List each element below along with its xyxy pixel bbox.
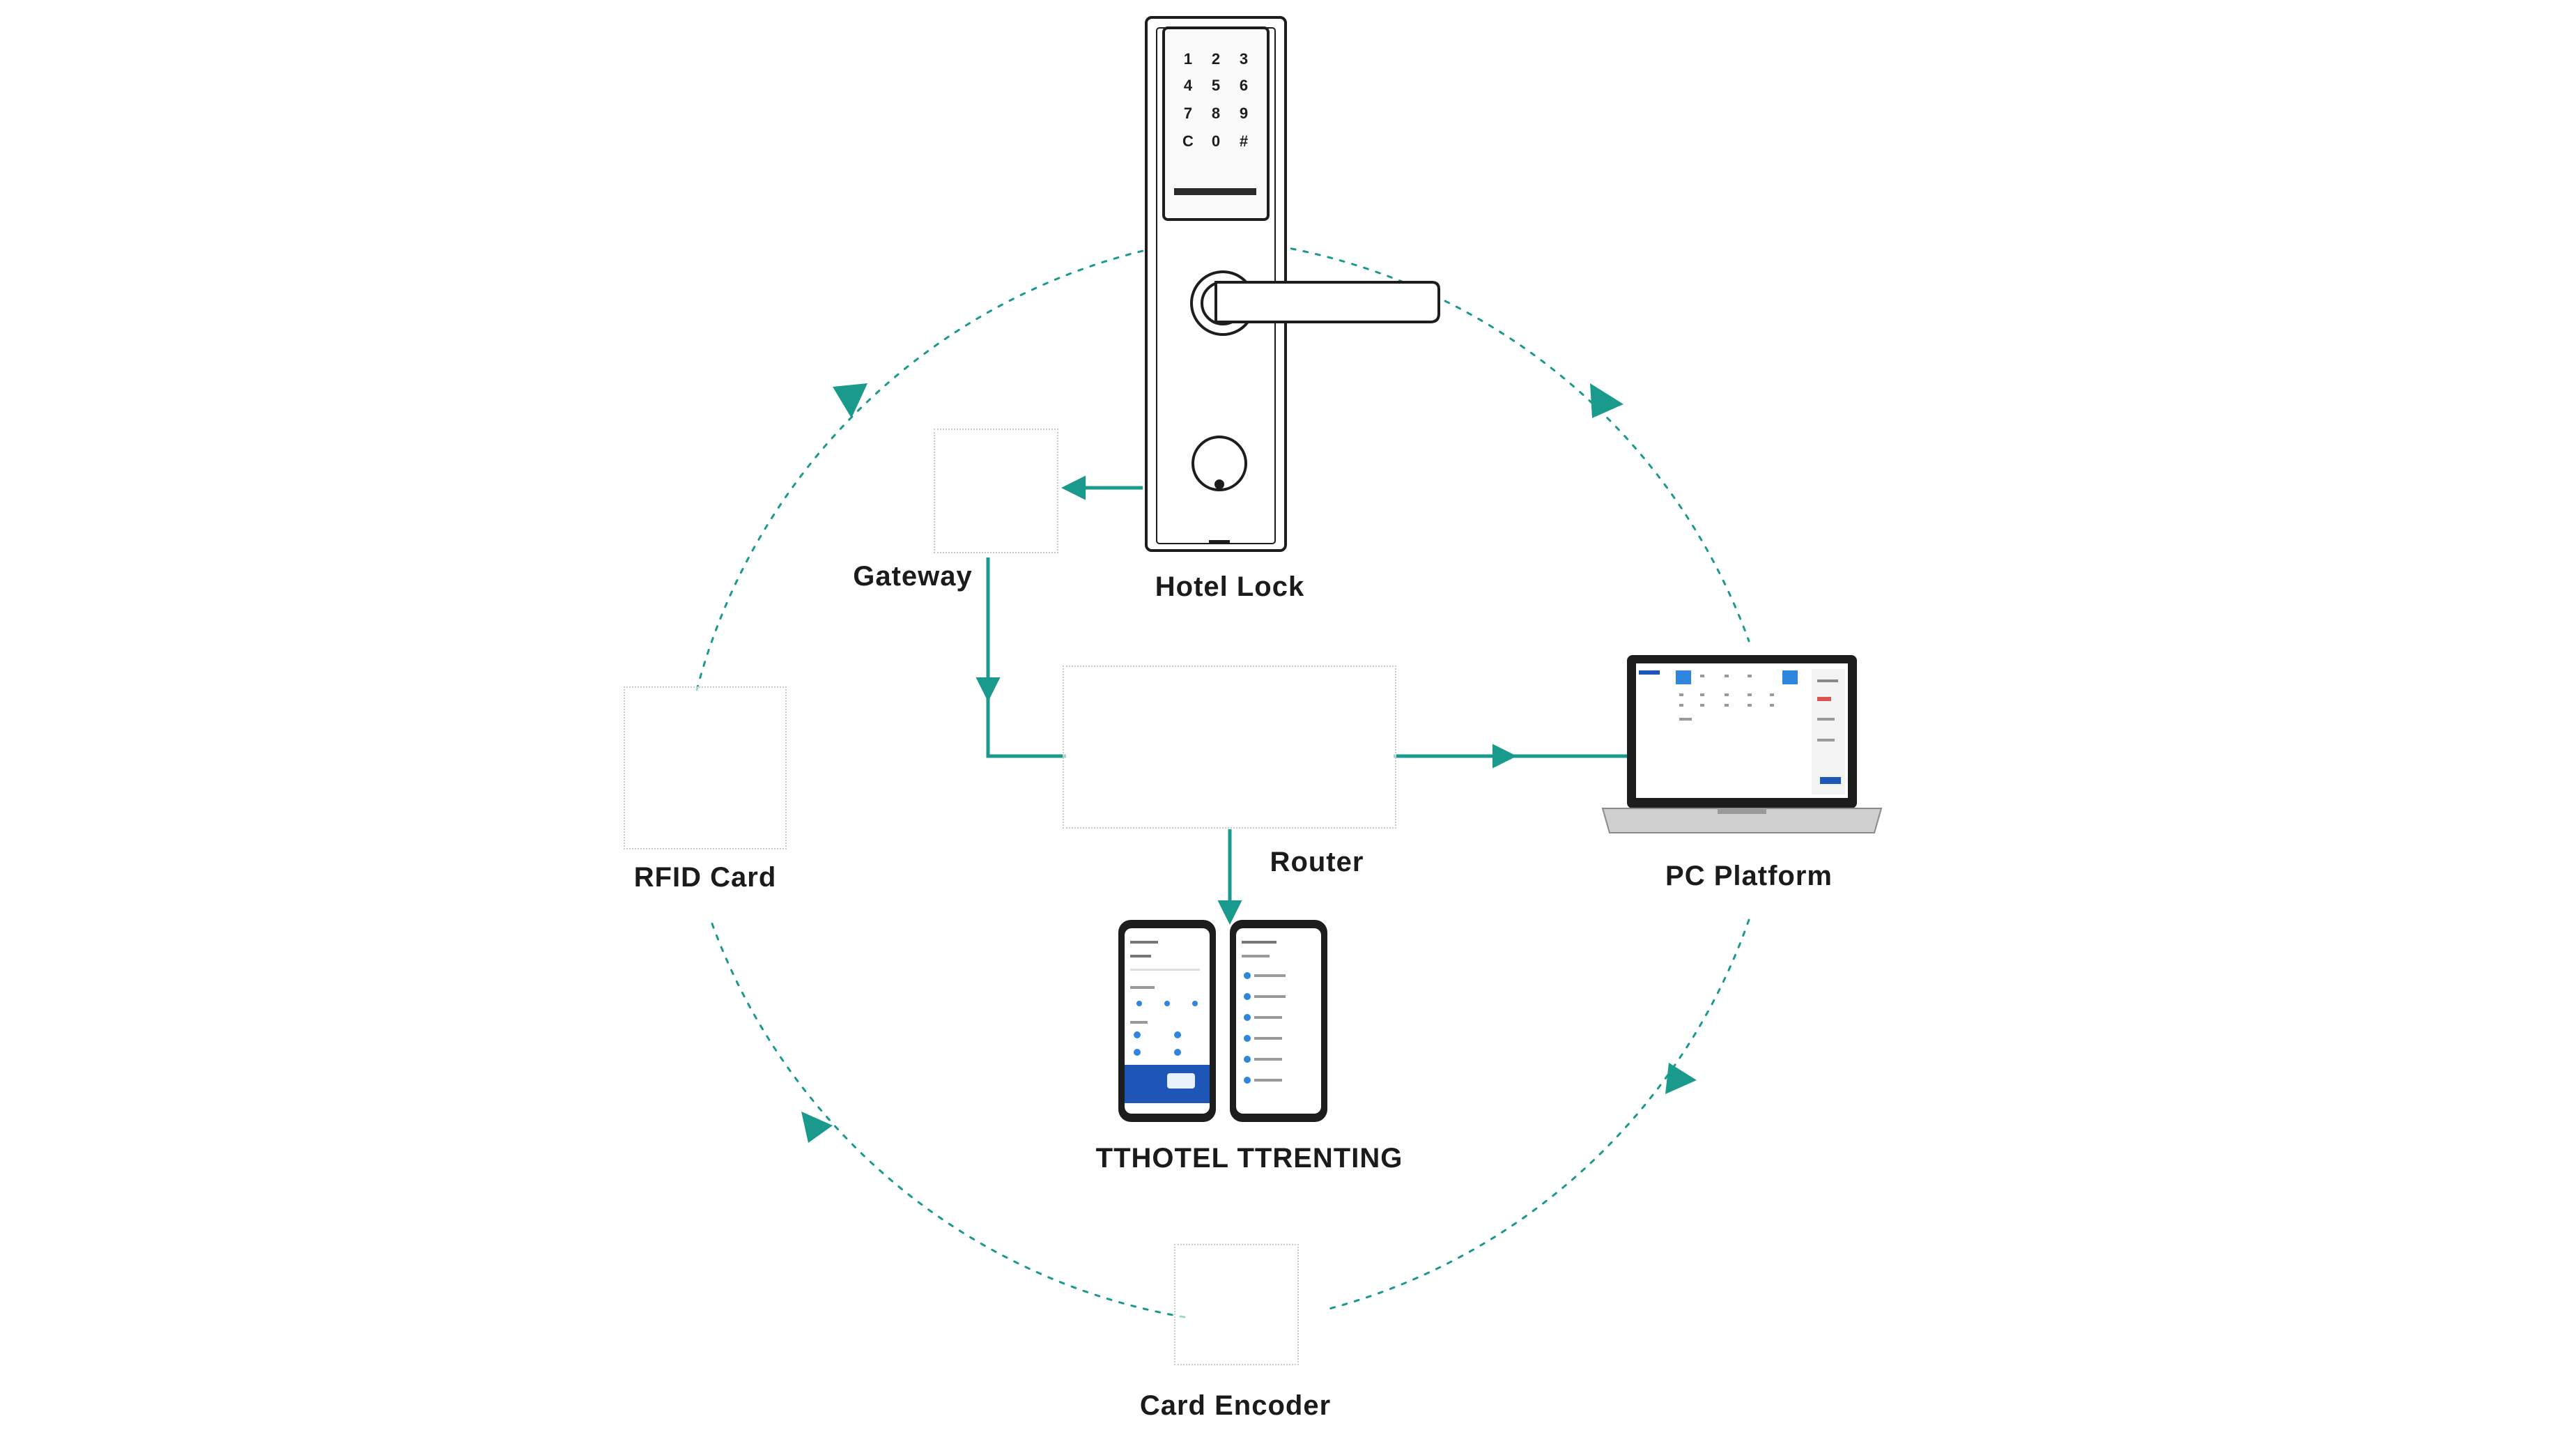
laptop-screen-content (1639, 669, 1845, 794)
rfid-card-placeholder (624, 686, 787, 849)
dashed-cycle-ring (695, 241, 1750, 1319)
card-encoder-placeholder (1174, 1244, 1299, 1365)
laptop-icon (1601, 655, 1883, 833)
pc-platform-label: PC Platform (1665, 861, 1833, 891)
ring-arrow-lower-left (801, 1112, 833, 1143)
rfid-card-label: RFID Card (633, 862, 777, 893)
app-label: TTHOTEL TTRENTING (1095, 1143, 1403, 1174)
keypad-key: 0 (1212, 132, 1220, 150)
card-encoder-label: Card Encoder (1139, 1390, 1332, 1421)
keypad-key: # (1240, 132, 1248, 150)
keypad-key: 5 (1212, 77, 1220, 94)
ring-arc-top-right (1253, 241, 1750, 643)
keypad-key: 4 (1184, 77, 1193, 94)
ring-arrowheads (801, 383, 1697, 1143)
router-label: Router (1270, 847, 1364, 877)
ring-arrow-upper-right (1590, 383, 1624, 418)
hotel-lock-label: Hotel Lock (1155, 571, 1305, 602)
keypad-key: 2 (1212, 50, 1220, 68)
ring-arrow-lower-right (1665, 1063, 1697, 1094)
gateway-placeholder (934, 429, 1058, 553)
smartphone-icon (1118, 920, 1327, 1122)
keypad-key: 3 (1240, 50, 1248, 68)
ring-arc-right (1322, 918, 1750, 1312)
gateway-label: Gateway (853, 561, 973, 592)
keypad-key: 9 (1240, 105, 1248, 122)
ring-arrow-upper-left (833, 383, 867, 418)
keypad-key: 7 (1184, 105, 1192, 122)
keypad-key: 1 (1184, 50, 1192, 68)
keypad-key: 8 (1212, 105, 1220, 122)
keypad-key: C (1182, 132, 1194, 150)
router-placeholder (1063, 666, 1396, 829)
connector-gateway-to-router (986, 558, 1066, 758)
ring-arc-bottom (709, 918, 1186, 1319)
smart-door-lock-icon (1145, 16, 1440, 552)
connectors (975, 475, 1627, 925)
keypad-key: 6 (1240, 77, 1248, 94)
ring-arc-top-left (695, 249, 1144, 691)
